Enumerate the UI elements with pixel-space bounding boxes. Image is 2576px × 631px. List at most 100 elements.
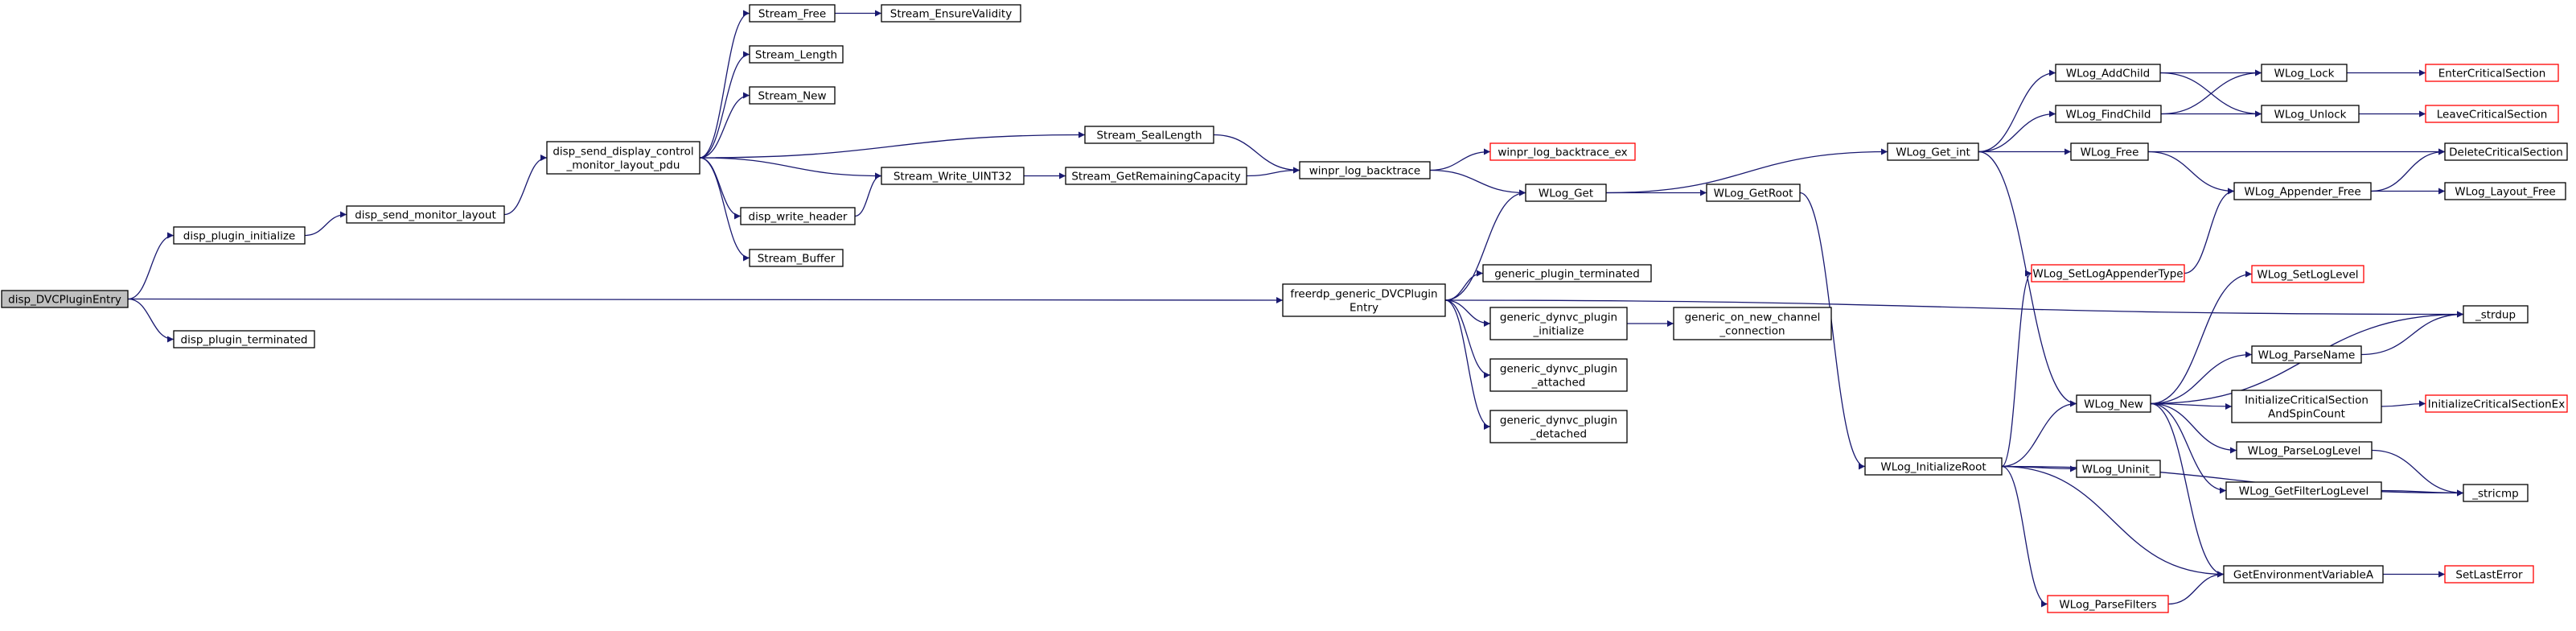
node-box	[2251, 345, 2362, 364]
node-box	[2425, 64, 2559, 82]
node-label: Entry	[1350, 302, 1378, 315]
edge-winpr-log-backtrace-to-wlog-get	[1429, 169, 1526, 196]
node-stream-new[interactable]: Stream_New	[749, 86, 836, 105]
node-box	[749, 45, 844, 64]
node-disp-plugin-terminated[interactable]: disp_plugin_terminated	[173, 330, 315, 348]
edge-wlog-initializeroot-to-wlog-parsefilters	[2001, 465, 2048, 608]
edge-wlog-setlogappendertype-to-wlog-appender-free	[2184, 188, 2235, 274]
edge-wlog-new-to-getenvironmentvariablea	[2150, 402, 2225, 578]
edge-wlog-get-to-wlog-get-int	[1605, 148, 1888, 194]
node-generic-plugin-terminated[interactable]: generic_plugin_terminated	[1482, 264, 1652, 283]
node-deletecriticalsection[interactable]: DeleteCriticalSection	[2444, 142, 2568, 161]
node-box	[173, 330, 315, 348]
node-label: generic_dynvc_plugin	[1500, 414, 1617, 427]
node-wlog-parseloglevel[interactable]: WLog_ParseLogLevel	[2236, 441, 2373, 460]
node-box	[2463, 305, 2529, 324]
node-stream-buffer[interactable]: Stream_Buffer	[749, 249, 844, 267]
edge-wlog-findchild-to-wlog-lock	[2160, 69, 2262, 115]
edge-wlog-parsename-to-strdup	[2360, 311, 2464, 356]
node-box	[2444, 142, 2568, 161]
node-generic-dynvc-plugin-detached[interactable]: generic_dynvc_plugin_detached	[1489, 410, 1628, 443]
node-generic-on-new-channel[interactable]: generic_on_new_channel_connection	[1673, 307, 1832, 340]
node-wlog-get-int[interactable]: WLog_Get_int	[1887, 142, 1979, 161]
node-leavecriticalsection[interactable]: LeaveCriticalSection	[2425, 105, 2559, 123]
node-wlog-getfilterloglevel[interactable]: WLog_GetFilterLogLevel	[2225, 481, 2382, 500]
node-box	[1706, 184, 1801, 202]
node-wlog-appender-free[interactable]: WLog_Appender_Free	[2233, 182, 2372, 200]
node-box	[1299, 161, 1431, 179]
edge-disp-dvcpluginentry-to-disp-plugin-terminated	[127, 298, 175, 343]
node-label: WLog_Free	[2081, 146, 2139, 159]
node-box	[1489, 307, 1628, 340]
node-wlog-setlogappendertype[interactable]: WLog_SetLogAppenderType	[2031, 264, 2185, 283]
node-stream-length[interactable]: Stream_Length	[749, 45, 844, 64]
nodes-layer: disp_DVCPluginEntry disp_plugin_initializ…	[1, 4, 2568, 613]
node-initializecriticalsectionex[interactable]: InitializeCriticalSectionEx	[2425, 394, 2568, 413]
node-wlog-addchild[interactable]: WLog_AddChild	[2055, 64, 2161, 82]
node-disp-dvcpluginentry[interactable]: disp_DVCPluginEntry	[1, 290, 129, 308]
edge-disp-dvcpluginentry-to-freerdp-generic	[127, 296, 1284, 303]
node-box	[2070, 142, 2149, 161]
node-stream-ensurevalidity[interactable]: Stream_EnsureValidity	[881, 4, 1021, 23]
node-stream-write-uint32[interactable]: Stream_Write_UINT32	[881, 167, 1025, 185]
node-stream-free[interactable]: Stream_Free	[749, 4, 836, 23]
node-label: disp_send_monitor_layout	[355, 209, 496, 222]
node-wlog-getroot[interactable]: WLog_GetRoot	[1706, 184, 1801, 202]
node-disp-send-monitor-layout[interactable]: disp_send_monitor_layout	[346, 205, 505, 224]
node-generic-dynvc-plugin-attached[interactable]: generic_dynvc_plugin_attached	[1489, 358, 1628, 392]
node-stricmp[interactable]: _stricmp	[2463, 484, 2529, 502]
node-box	[546, 141, 700, 175]
node-disp-plugin-initialize[interactable]: disp_plugin_initialize	[173, 226, 306, 245]
node-wlog-lock[interactable]: WLog_Lock	[2261, 64, 2348, 82]
node-wlog-findchild[interactable]: WLog_FindChild	[2055, 105, 2162, 123]
node-disp-send-display-control[interactable]: disp_send_display_control_monitor_layout…	[546, 141, 700, 175]
node-strdup[interactable]: _strdup	[2463, 305, 2529, 324]
edge-wlog-appender-free-to-deletecriticalsection	[2370, 148, 2446, 192]
node-disp-write-header[interactable]: disp_write_header	[740, 207, 856, 225]
edge-wlog-new-to-wlog-parseloglevel	[2150, 402, 2237, 454]
node-wlog-uninit[interactable]: WLog_Uninit_	[2076, 460, 2161, 478]
node-box	[2047, 595, 2169, 613]
node-box	[2425, 105, 2559, 123]
node-box	[2231, 390, 2382, 423]
node-wlog-parsename[interactable]: WLog_ParseName	[2251, 345, 2362, 364]
node-freerdp-generic[interactable]: freerdp_generic_DVCPluginEntry	[1282, 283, 1446, 317]
node-label: WLog_SetLogAppenderType	[2032, 268, 2183, 281]
node-winpr-log-backtrace-ex[interactable]: winpr_log_backtrace_ex	[1489, 142, 1636, 161]
node-box	[749, 4, 836, 23]
node-wlog-layout-free[interactable]: WLog_Layout_Free	[2444, 182, 2566, 200]
node-label: EnterCriticalSection	[2438, 68, 2546, 80]
node-label: _stricmp	[2471, 488, 2519, 501]
node-wlog-unlock[interactable]: WLog_Unlock	[2261, 105, 2360, 123]
node-label: disp_plugin_terminated	[181, 334, 308, 347]
edge-disp-send-display-control-to-stream-buffer	[699, 157, 750, 262]
node-label: GetEnvironmentVariableA	[2233, 569, 2374, 582]
node-winpr-log-backtrace[interactable]: winpr_log_backtrace	[1299, 161, 1431, 179]
node-entercriticalsection[interactable]: EnterCriticalSection	[2425, 64, 2559, 82]
edge-stream-getremainingcapacity-to-winpr-log-backtrace	[1246, 167, 1300, 177]
node-wlog-get[interactable]: WLog_Get	[1525, 184, 1607, 202]
node-setlasterror[interactable]: SetLastError	[2444, 565, 2534, 584]
edge-freerdp-generic-to-generic-dynvc-plugin-initialize	[1444, 299, 1491, 327]
node-stream-seallength[interactable]: Stream_SealLength	[1084, 126, 1214, 144]
node-wlog-new[interactable]: WLog_New	[2076, 394, 2151, 413]
node-wlog-free[interactable]: WLog_Free	[2070, 142, 2149, 161]
node-wlog-initializeroot[interactable]: WLog_InitializeRoot	[1864, 457, 2003, 476]
node-getenvironmentvariablea[interactable]: GetEnvironmentVariableA	[2223, 565, 2384, 584]
node-wlog-setloglevel[interactable]: WLog_SetLogLevel	[2251, 265, 2364, 283]
edge-disp-send-display-control-to-stream-write-uint32	[699, 157, 882, 179]
node-box	[2031, 264, 2185, 283]
edge-disp-send-display-control-to-stream-length	[699, 51, 750, 159]
node-generic-dynvc-plugin-initialize[interactable]: generic_dynvc_plugin_initialize	[1489, 307, 1628, 340]
node-label: Stream_EnsureValidity	[890, 8, 1012, 21]
node-wlog-parsefilters[interactable]: WLog_ParseFilters	[2047, 595, 2169, 613]
node-box	[2055, 64, 2161, 82]
node-box	[1084, 126, 1214, 144]
node-label: _monitor_layout_pdu	[566, 159, 680, 172]
node-label: _strdup	[2475, 309, 2516, 322]
node-stream-getremainingcapacity[interactable]: Stream_GetRemainingCapacity	[1065, 167, 1247, 185]
node-label: Stream_Buffer	[758, 253, 836, 266]
node-box	[2463, 484, 2529, 502]
